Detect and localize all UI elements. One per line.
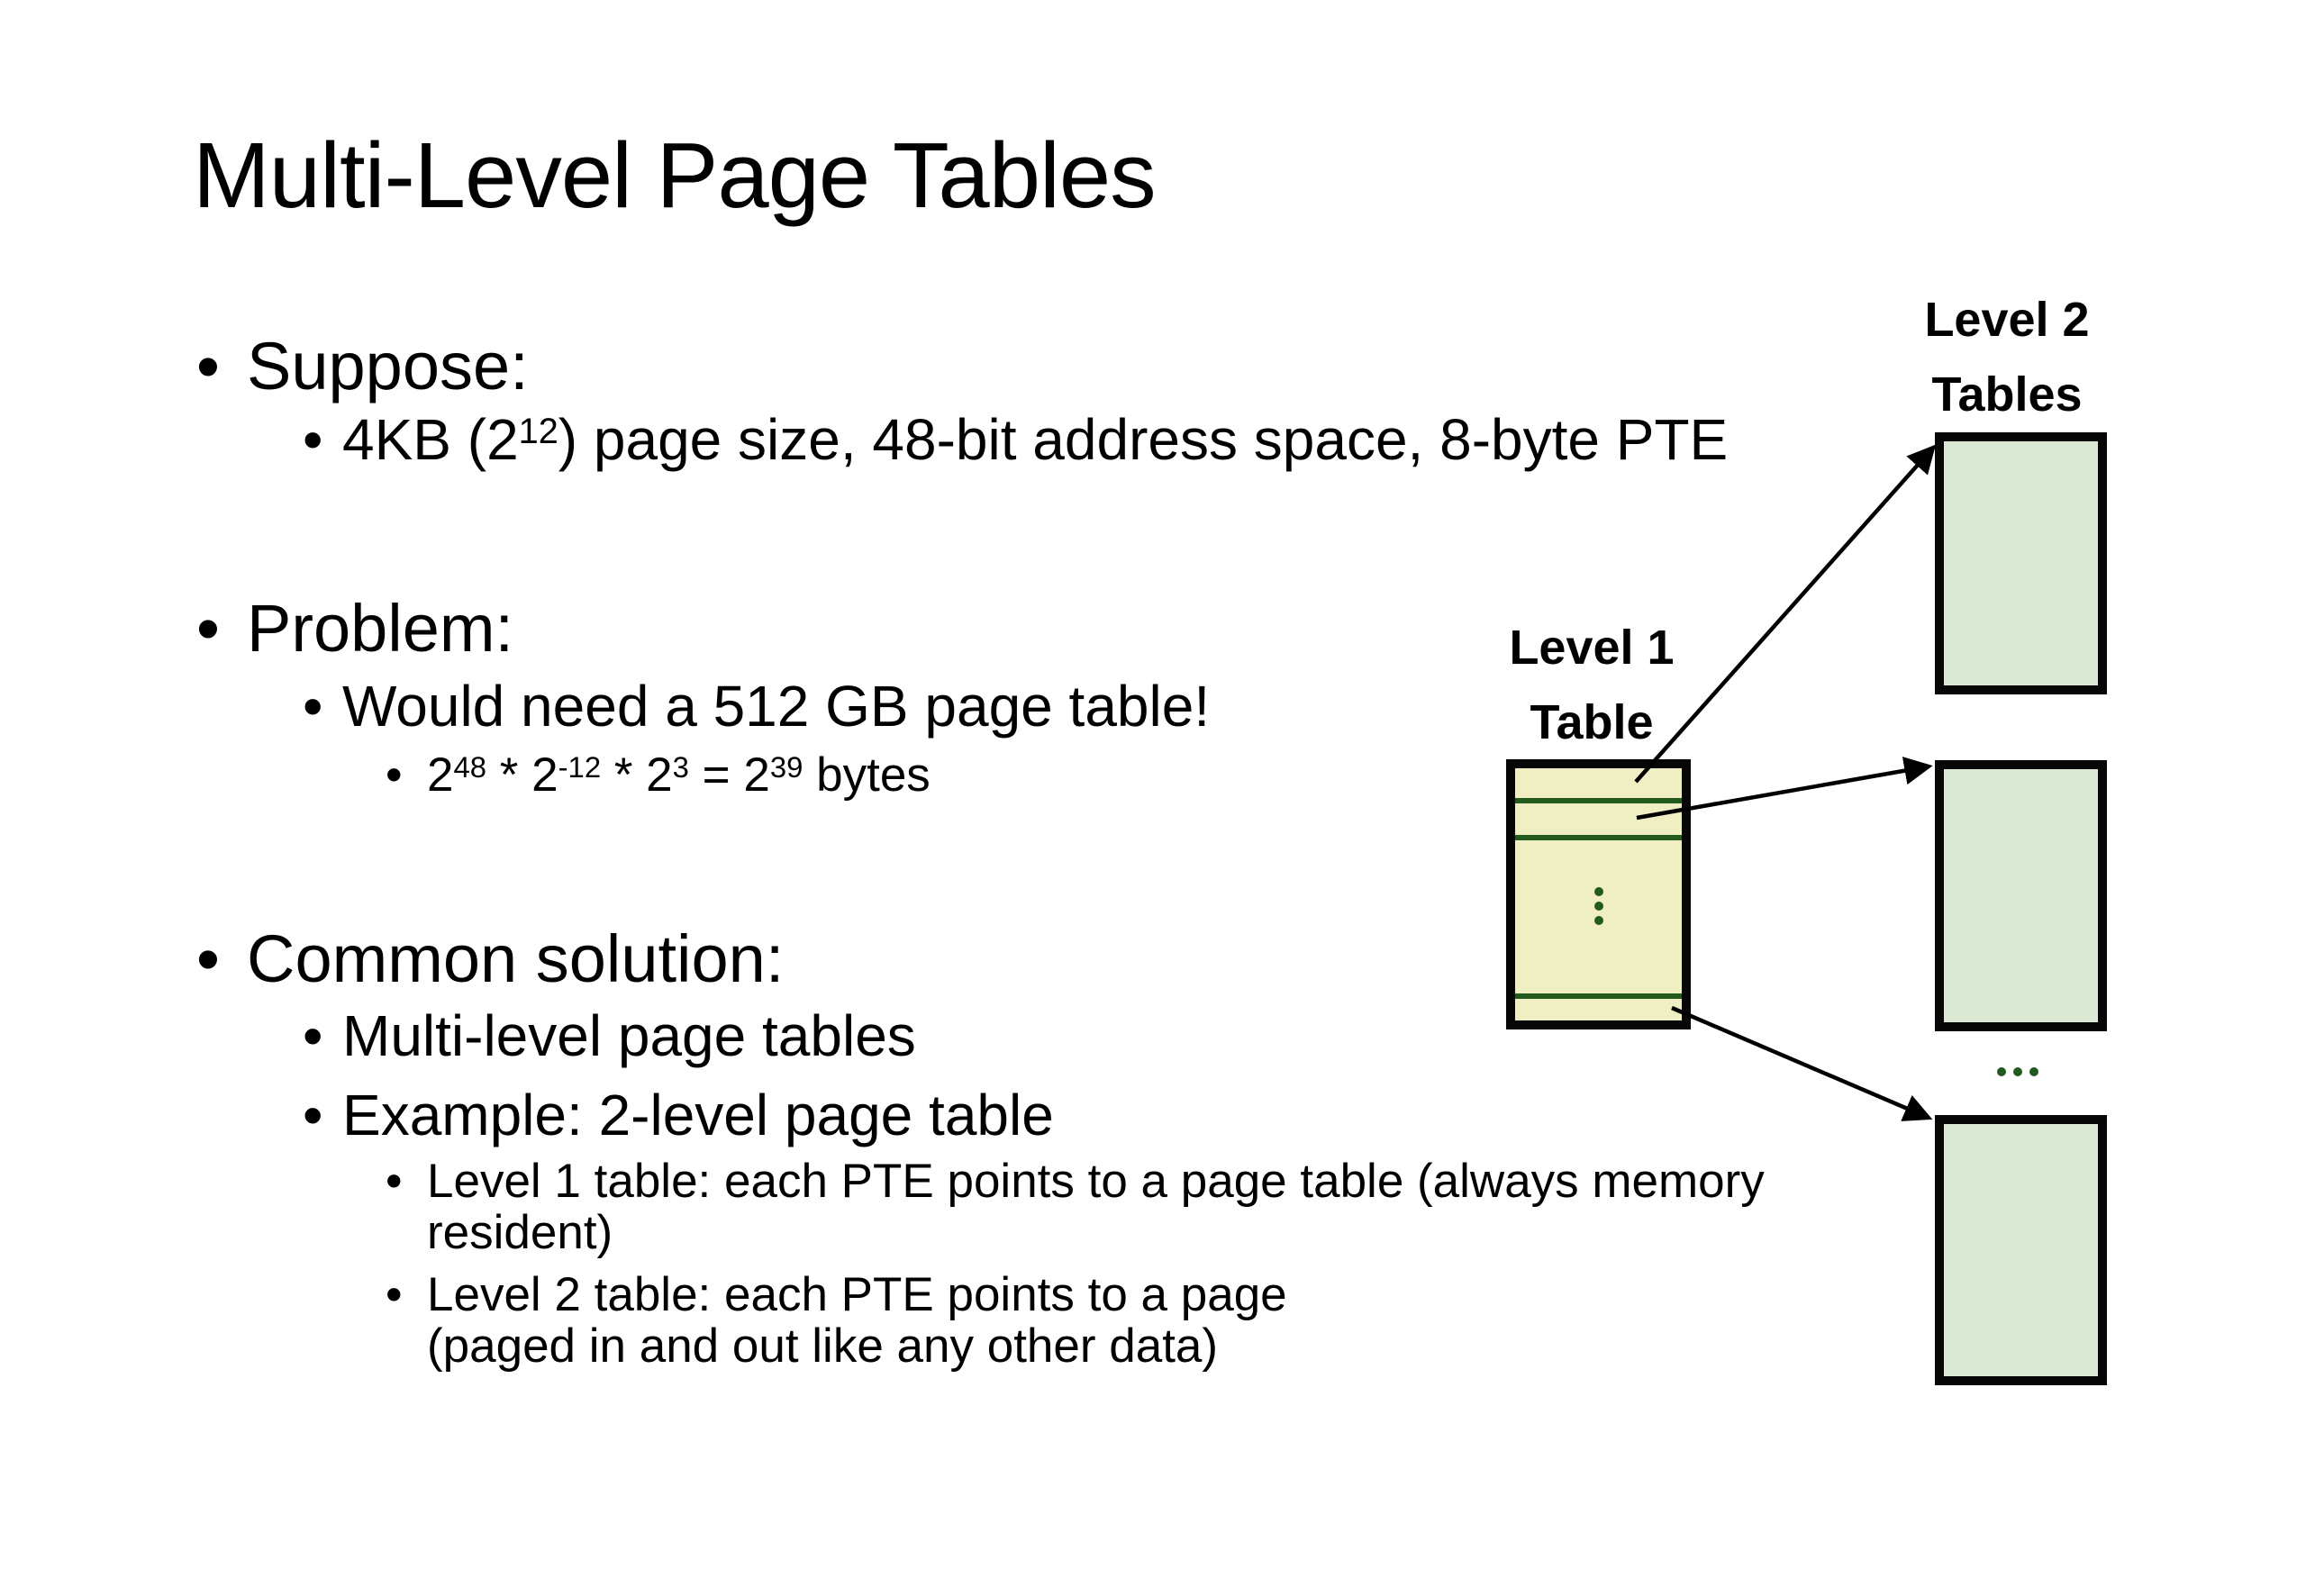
bullet-text: 4KB (212) page size, 48-bit address spac… [342, 407, 1729, 472]
bullet-dot: • [386, 1268, 403, 1321]
bullet-problem: • Problem: [196, 594, 513, 664]
arrow-pteN-to-table3 [1671, 1005, 1933, 1121]
bullet-example: • Example: 2-level page table [303, 1083, 1054, 1147]
bullet-text-line2: resident) [427, 1206, 613, 1259]
bullet-dot: • [386, 1155, 403, 1208]
bullet-level1-note: • Level 1 table: each PTE points to a pag… [386, 1156, 1765, 1258]
bullet-text-line2: (paged in and out like any other data) [427, 1319, 1219, 1373]
table-row-divider [1515, 835, 1682, 840]
bullet-text: Suppose: [247, 329, 529, 404]
level2-table-box-3 [1935, 1115, 2107, 1385]
bullet-common-solution: • Common solution: [196, 924, 784, 994]
bullet-dot: • [196, 329, 220, 404]
bullet-dot: • [303, 1003, 323, 1068]
bullet-dot: • [196, 921, 220, 996]
bullet-text: Common solution: [247, 921, 785, 996]
bullet-dot: • [303, 407, 323, 472]
bullet-text: Example: 2-level page table [342, 1083, 1054, 1147]
table-row-divider [1515, 993, 1682, 999]
bullet-dot: • [196, 591, 220, 666]
bullet-multi-level: • Multi-level page tables [303, 1003, 916, 1068]
bullet-dot: • [386, 748, 403, 802]
equation-text: 248 * 2-12 * 23 = 239 bytes [427, 748, 931, 802]
bullet-problem-detail: • Would need a 512 GB page table! [303, 676, 1210, 737]
bullet-text: Would need a 512 GB page table! [342, 674, 1211, 739]
bullet-dot: • [303, 1083, 323, 1147]
bullet-text-line1: Level 1 table: each PTE points to a page… [427, 1155, 1765, 1208]
level1-label-line1: Level 1 [1509, 621, 1675, 675]
level2-table-box-1 [1935, 432, 2107, 694]
level1-table-label: Level 1 Table [1493, 611, 1691, 760]
level1-label-line2: Table [1530, 695, 1654, 749]
level1-page-table-box [1506, 759, 1691, 1029]
level2-table-box-2 [1935, 760, 2107, 1031]
level2-tables-label: Level 2 Tables [1908, 283, 2106, 432]
bullet-text-line1: Level 2 table: each PTE points to a page [427, 1268, 1287, 1321]
bullet-text: Multi-level page tables [342, 1003, 916, 1068]
bullet-text: Problem: [247, 591, 514, 666]
horizontal-ellipsis-icon [1997, 1067, 2038, 1076]
bullet-suppose-detail: • 4KB (212) page size, 48-bit address spa… [303, 407, 1729, 472]
page-title: Multi-Level Page Tables [193, 123, 1157, 227]
vertical-ellipsis-icon [1515, 887, 1682, 925]
bullet-equation: • 248 * 2-12 * 23 = 239 bytes [386, 750, 931, 801]
level2-label-line2: Tables [1931, 367, 2083, 422]
table-row-divider [1515, 798, 1682, 803]
bullet-suppose: • Suppose: [196, 331, 529, 402]
level2-label-line1: Level 2 [1924, 293, 2090, 347]
bullet-level2-note: • Level 2 table: each PTE points to a pag… [386, 1269, 1287, 1372]
bullet-dot: • [303, 674, 323, 739]
